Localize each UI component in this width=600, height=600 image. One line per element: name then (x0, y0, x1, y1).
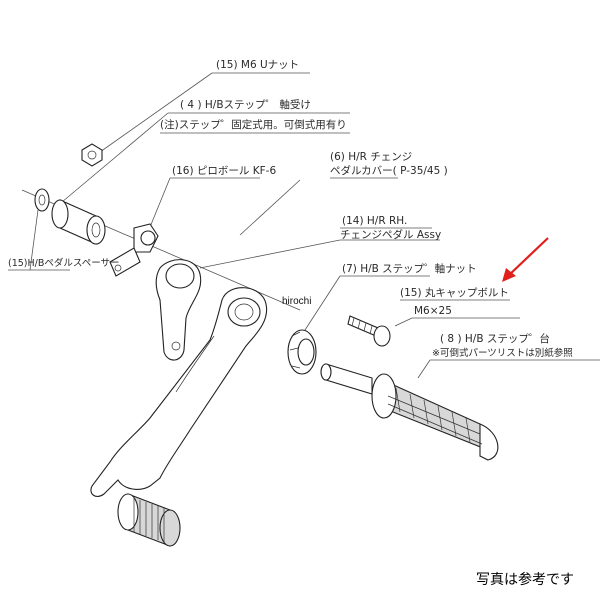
label-u-nut: (15) M6 Uナット (216, 59, 299, 71)
pedal-cover-part (117, 493, 181, 547)
caption: 写真は参考です (476, 571, 574, 588)
label-step-base-note: ※可倒式パーツリストは別紙参照 (432, 347, 573, 359)
label-step-base: ( 8 ) H/B ステップ゜台 (440, 332, 550, 345)
shaft-nut-part (287, 329, 317, 375)
pillow-ball-part (109, 223, 159, 277)
label-pillow-ball: (16) ピロボール KF-6 (172, 165, 276, 177)
label-step-bearing: ( 4 ) H/Bステップ゜ 軸受け (180, 98, 311, 111)
label-change-pedal-cover-2: ペダルカバー( P-35/45 ) (330, 164, 448, 177)
label-change-pedal-assy-1: (14) H/R RH. (342, 215, 407, 227)
change-pedal-part (90, 287, 268, 497)
label-cap-bolt-size: M6×25 (414, 305, 452, 317)
red-arrow-icon (502, 237, 549, 282)
label-cap-bolt: (15) 丸キャップボルト (400, 286, 509, 299)
linkage-arm-part (155, 259, 202, 361)
step-bearing-part (51, 199, 106, 245)
label-change-pedal-assy-2: チェンジペダル Assy (340, 228, 441, 241)
step-peg-part (320, 363, 499, 461)
cap-bolt-part (347, 315, 391, 347)
label-change-pedal-cover-1: (6) H/R チェンジ (330, 151, 412, 163)
label-step-bearing-note: (注)ステップ゜固定式用。可倒式用有り (160, 118, 347, 131)
label-shaft-nut: (7) H/B ステップ゜軸ナット (342, 262, 477, 275)
u-nut-part (81, 143, 103, 167)
pedal-spacer-part (34, 188, 50, 212)
label-pedal-spacer: (15)H/Bペダルスペーサー (8, 257, 120, 269)
watermark: hirochi (282, 296, 311, 307)
